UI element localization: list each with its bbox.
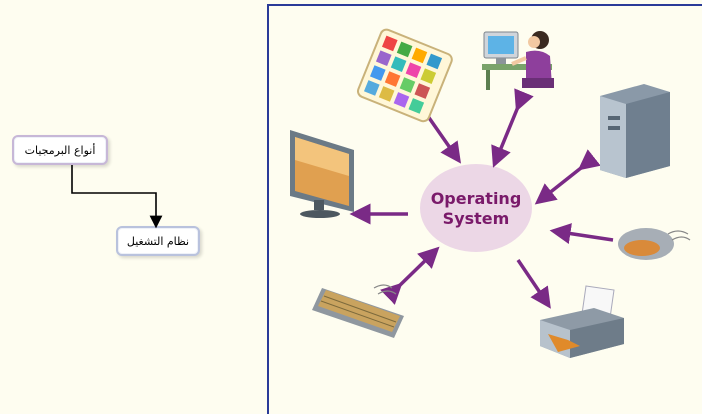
keyboard-icon [312,284,404,338]
arrow-printer [516,259,551,309]
node-software-types: أنواع البرمجيات [12,135,108,165]
tablet-icon [356,28,453,123]
os-label-line1: Operating [431,189,522,208]
os-ellipse [420,164,532,252]
node-operating-system: نظام التشغيل [116,226,200,256]
tower-pc-icon [600,84,670,178]
flowchart-connector [71,165,163,229]
printer-icon [540,285,624,358]
mouse-icon [618,228,691,260]
monitor-icon [290,130,354,218]
arrow-keyboard [380,246,440,305]
node-operating-system-label: نظام التشغيل [126,234,190,248]
os-diagram: Operating System [290,28,691,358]
arrow-user [491,88,534,168]
user-at-computer-icon [482,31,554,90]
arrow-tablet [410,97,462,164]
node-software-types-label: أنواع البرمجيات [24,143,96,157]
os-label-line2: System [443,209,510,228]
arrow-tower [534,149,601,205]
arrow-mouse [549,223,614,244]
